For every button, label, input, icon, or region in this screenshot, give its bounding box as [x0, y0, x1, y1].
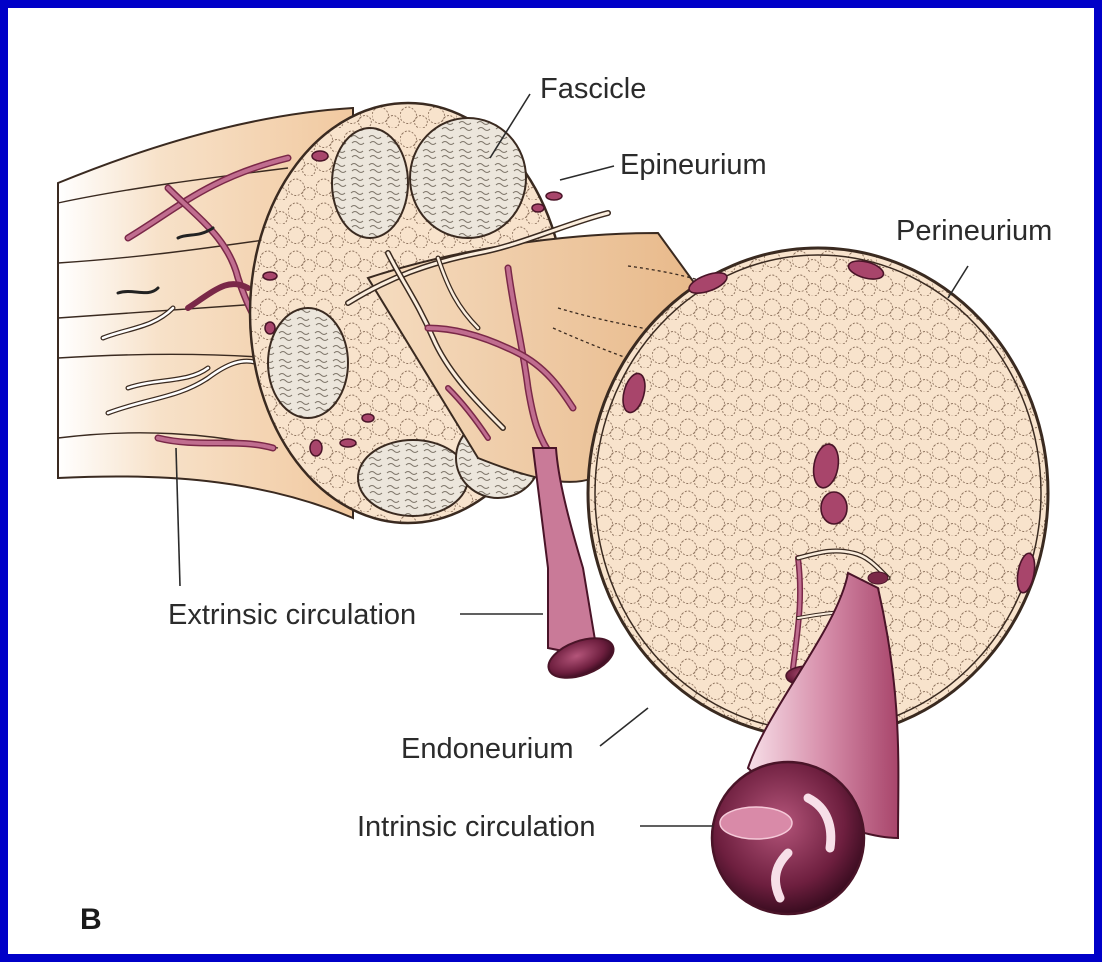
- vessel-lumen: [712, 762, 864, 914]
- panel-letter: B: [80, 903, 102, 936]
- nerve-anatomy-diagram: Fascicle Epineurium Perineurium Extrinsi…: [8, 8, 1094, 954]
- fascicle-3: [268, 308, 348, 418]
- label-extrinsic-circulation: Extrinsic circulation: [168, 599, 416, 631]
- fascicle-2: [410, 118, 526, 238]
- label-epineurium: Epineurium: [620, 149, 767, 181]
- label-perineurium: Perineurium: [896, 215, 1052, 247]
- diagram-canvas: Fascicle Epineurium Perineurium Extrinsi…: [8, 8, 1094, 954]
- label-intrinsic-circulation: Intrinsic circulation: [357, 811, 596, 843]
- label-fascicle: Fascicle: [540, 73, 646, 105]
- fascicle-4: [358, 440, 468, 516]
- fascicle-1: [332, 128, 408, 238]
- label-endoneurium: Endoneurium: [401, 733, 574, 765]
